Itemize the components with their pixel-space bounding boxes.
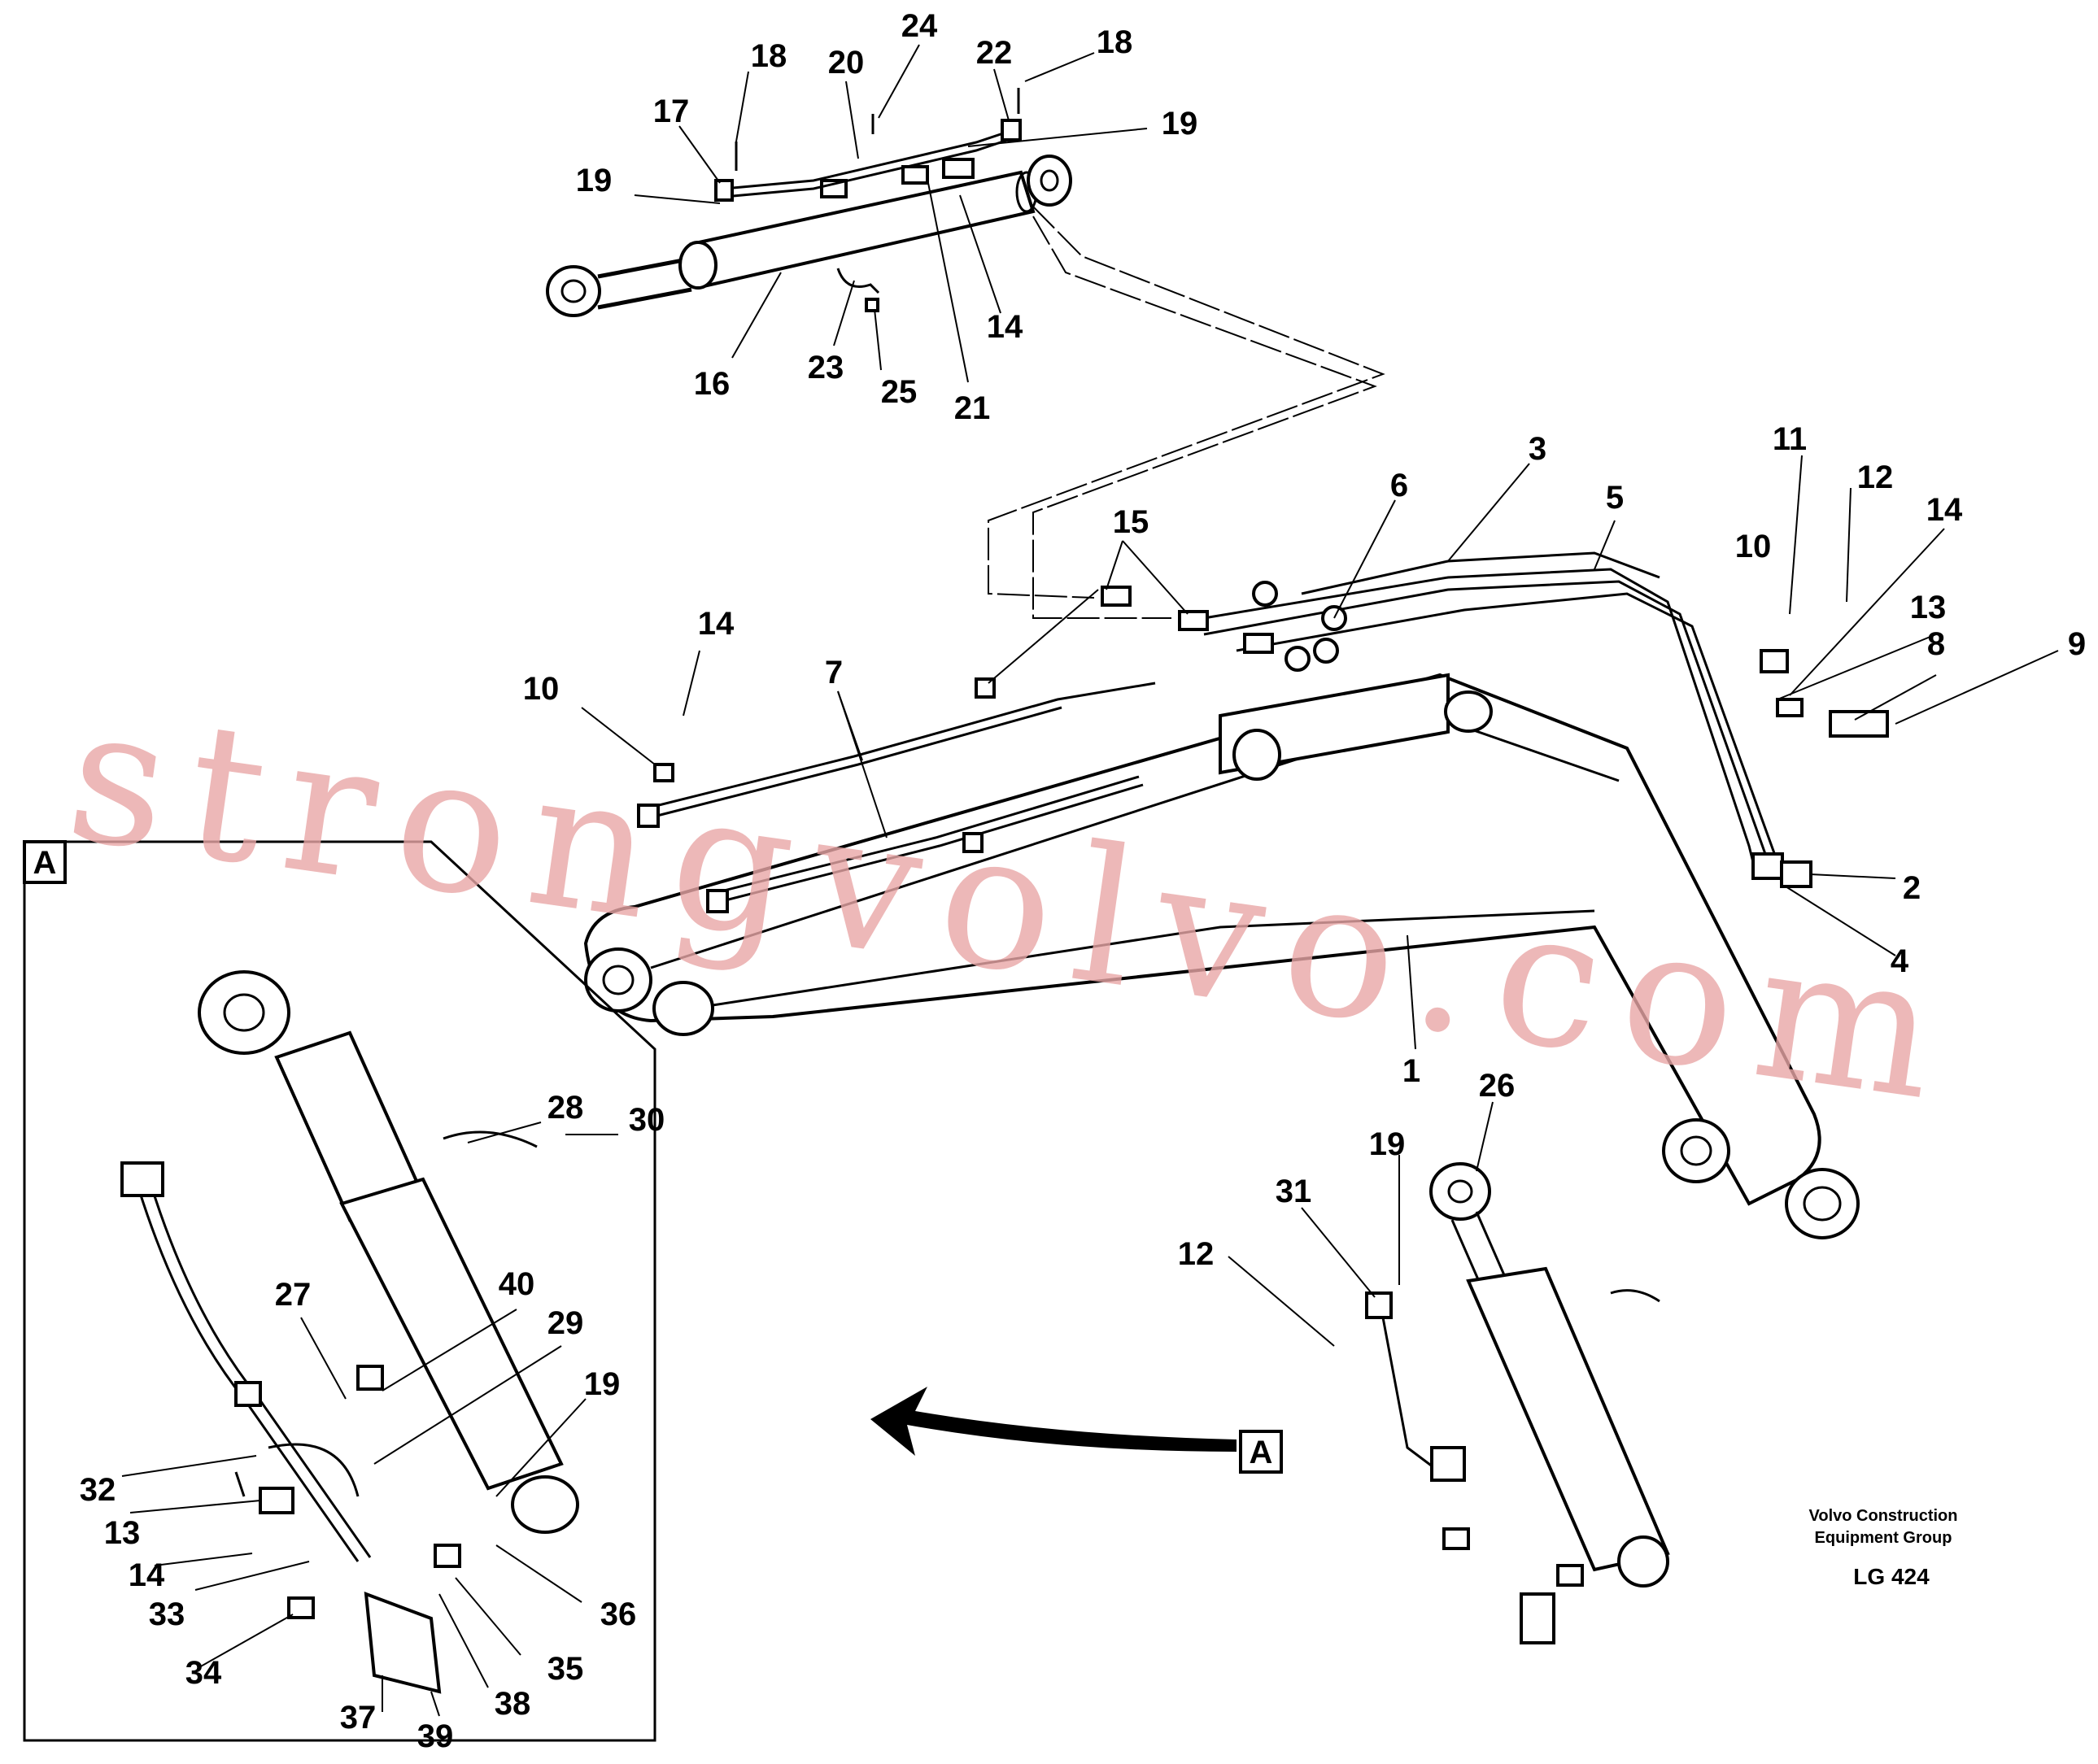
title-block: Volvo Construction Equipment Group LG 42… <box>1809 1507 1958 1589</box>
callout-16: 16 <box>694 366 731 402</box>
callout-27: 27 <box>275 1277 312 1313</box>
callout-28: 28 <box>547 1090 584 1126</box>
callout-5: 5 <box>1606 480 1624 516</box>
callout-10b: 10 <box>1735 529 1772 564</box>
boom-cylinder-assembly <box>1365 1162 1670 1644</box>
callout-21: 21 <box>954 390 991 426</box>
callout-22: 22 <box>976 35 1013 71</box>
company-line-2: Equipment Group <box>1815 1529 1952 1547</box>
callout-36: 36 <box>600 1596 637 1632</box>
view-arrow-a: A <box>870 1387 1283 1474</box>
callout-30: 30 <box>629 1102 665 1138</box>
callout-3: 3 <box>1529 431 1546 467</box>
company-line-1: Volvo Construction <box>1809 1507 1958 1525</box>
callout-39: 39 <box>417 1718 454 1754</box>
drawing-code: LG 424 <box>1853 1564 1930 1589</box>
callout-14d: 14 <box>129 1557 165 1593</box>
callout-31: 31 <box>1276 1174 1312 1209</box>
callout-18b: 18 <box>1097 24 1133 60</box>
callout-24: 24 <box>901 8 938 44</box>
callout-34: 34 <box>185 1655 222 1691</box>
callout-14a: 14 <box>987 309 1023 345</box>
callout-18: 18 <box>751 38 787 74</box>
callout-labels: 18 17 19 20 24 22 18 19 16 23 25 14 21 1… <box>80 8 2086 1754</box>
callout-13: 13 <box>1910 590 1947 625</box>
arrow-tag: A <box>1250 1435 1273 1470</box>
callout-35: 35 <box>547 1651 584 1687</box>
callout-19d: 19 <box>584 1366 621 1402</box>
callout-6: 6 <box>1390 468 1408 503</box>
callout-2: 2 <box>1903 870 1921 906</box>
callout-32: 32 <box>80 1472 116 1508</box>
callout-37: 37 <box>340 1700 377 1736</box>
callout-19: 19 <box>576 163 613 198</box>
callout-14c: 14 <box>1926 492 1963 528</box>
callout-40: 40 <box>499 1266 535 1302</box>
boom-assembly <box>583 551 1889 1239</box>
callout-12: 12 <box>1857 460 1894 495</box>
callout-9: 9 <box>2068 626 2086 662</box>
callout-13b: 13 <box>104 1515 141 1551</box>
callout-15: 15 <box>1113 504 1149 540</box>
callout-20: 20 <box>828 45 865 81</box>
callout-10: 10 <box>523 671 560 707</box>
leader-lines <box>121 44 2059 1717</box>
callout-4: 4 <box>1891 943 1909 979</box>
callout-12b: 12 <box>1178 1236 1215 1272</box>
callout-14b: 14 <box>698 606 735 642</box>
callout-7: 7 <box>825 655 843 690</box>
callout-19b: 19 <box>1162 106 1198 142</box>
callout-38: 38 <box>495 1686 531 1722</box>
detail-view-a: A <box>23 840 656 1742</box>
detail-box-tag-frame <box>23 840 67 884</box>
top-cylinder-assembly <box>546 88 1385 619</box>
callout-29: 29 <box>547 1305 584 1341</box>
callout-8: 8 <box>1927 626 1945 662</box>
callout-17: 17 <box>653 94 690 129</box>
callout-25: 25 <box>881 374 918 410</box>
arrow-tag-frame <box>1239 1430 1283 1474</box>
callout-1: 1 <box>1402 1053 1420 1089</box>
callout-23: 23 <box>808 350 844 385</box>
callout-19c: 19 <box>1369 1126 1406 1162</box>
callout-11: 11 <box>1773 421 1807 457</box>
detail-box-tag: A <box>33 845 57 881</box>
callout-26: 26 <box>1479 1068 1516 1104</box>
callout-33: 33 <box>149 1596 185 1632</box>
